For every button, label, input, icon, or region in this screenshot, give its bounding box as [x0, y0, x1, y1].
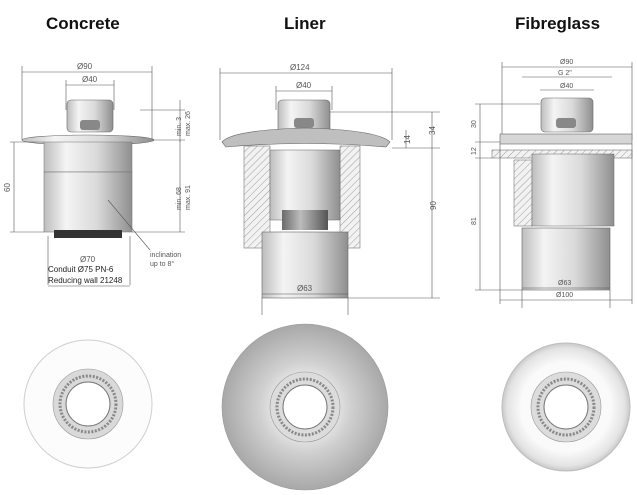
- fibreglass-top-view: [501, 342, 631, 472]
- concrete-inclination-2: up to 8°: [150, 260, 174, 268]
- fibreglass-d-inner: Ø40: [560, 83, 573, 90]
- concrete-inclination-1: inclination: [150, 252, 181, 259]
- concrete-d-top: Ø90: [77, 62, 93, 71]
- fibreglass-d-bottom1: Ø63: [558, 280, 571, 287]
- fibreglass-h-flange: 12: [471, 147, 478, 155]
- concrete-d-bottom: Ø70: [80, 255, 96, 264]
- liner-h-body: 90: [429, 201, 438, 210]
- fibreglass-h-top: 30: [471, 120, 478, 128]
- concrete-top-view: [23, 339, 153, 469]
- liner-h-top: 34: [428, 126, 437, 135]
- liner-h-small: 14: [403, 135, 412, 144]
- title-fibreglass: Fibreglass: [515, 14, 601, 33]
- liner-d-bottom: Ø63: [297, 284, 313, 293]
- concrete-diagram: Ø90 Ø40 min. 3 max. 26 min. 68 max. 91 6…: [3, 62, 192, 287]
- liner-d-top: Ø124: [290, 63, 310, 72]
- concrete-d-inner: Ø40: [82, 75, 98, 84]
- fibreglass-d-bottom2: Ø100: [556, 292, 573, 299]
- liner-top-view: [221, 323, 389, 491]
- fibreglass-d-top: Ø90: [560, 59, 573, 66]
- concrete-max-top: max. 26: [185, 111, 192, 136]
- concrete-h-left: 60: [3, 183, 12, 192]
- title-concrete: Concrete: [46, 14, 120, 33]
- fibreglass-h-body: 81: [471, 217, 478, 225]
- concrete-max-side: max. 91: [185, 185, 192, 210]
- concrete-reducing: Reducing wall 21248: [48, 276, 123, 285]
- fibreglass-thread: G 2": [558, 70, 572, 77]
- title-liner: Liner: [284, 14, 326, 33]
- liner-diagram: Ø124 Ø40 34 14 90 Ø63: [219, 63, 440, 315]
- concrete-min-side: min. 68: [176, 187, 183, 210]
- liner-d-inner: Ø40: [296, 81, 312, 90]
- concrete-conduit: Conduit Ø75 PN-6: [48, 265, 114, 274]
- fibreglass-diagram: Ø90 G 2" Ø40 30 12 81 Ø63 Ø: [471, 59, 633, 308]
- concrete-min-top: min. 3: [176, 117, 183, 136]
